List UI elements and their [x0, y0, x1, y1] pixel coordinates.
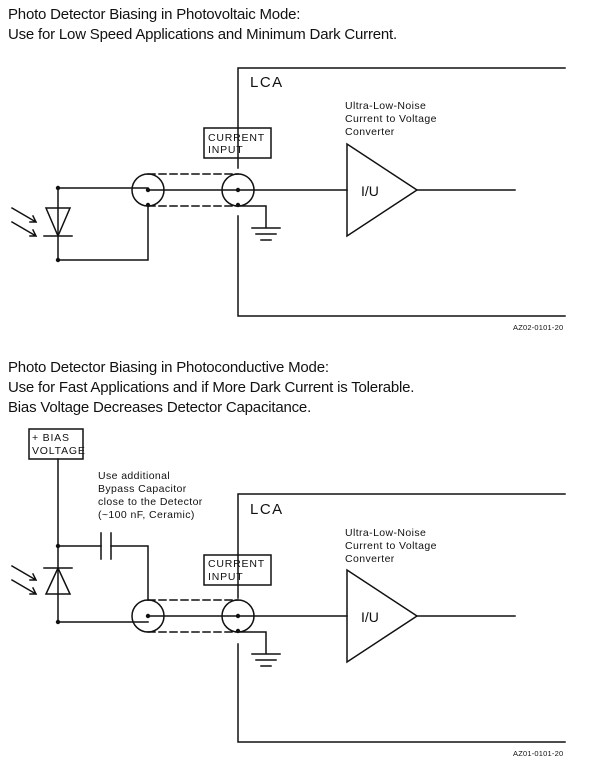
bias-voltage-box — [28, 428, 84, 460]
bottom-heading-line-3: Bias Voltage Decreases Detector Capacita… — [8, 399, 312, 416]
capacitor-icon — [100, 532, 112, 560]
converter-label-line-3: Converter — [345, 126, 395, 138]
bias-label-line-2: VOLTAGE — [32, 445, 86, 457]
photovoltaic-diagram — [10, 67, 566, 317]
bias-label-line-1: + BIAS — [32, 432, 70, 444]
light-arrow-icon — [10, 206, 38, 224]
current-input-box — [203, 554, 272, 586]
current-input-label-line-1: CURRENT — [208, 558, 265, 570]
converter-label-line-1: Ultra-Low-Noise — [345, 100, 426, 112]
junction-dot — [145, 187, 151, 193]
bottom-heading-line-2: Use for Fast Applications and if More Da… — [8, 379, 415, 396]
amplifier-triangle — [346, 568, 419, 664]
figure-code: AZ02-0101-20 — [513, 323, 563, 332]
current-input-box — [203, 127, 272, 159]
lca-enclosure — [237, 67, 566, 317]
lca-label: LCA — [250, 74, 284, 91]
amplifier-label: I/U — [361, 183, 379, 199]
converter-label-line-1: Ultra-Low-Noise — [345, 527, 426, 539]
capacitor-note-line-2: Bypass Capacitor — [98, 483, 187, 495]
light-arrow-icon — [10, 564, 38, 582]
return-wire — [57, 204, 149, 261]
capacitor-note-line-3: close to the Detector — [98, 496, 203, 508]
junction-dot — [55, 543, 61, 549]
junction-dot — [55, 619, 61, 625]
current-input-label-line-1: CURRENT — [208, 132, 265, 144]
amplifier-triangle — [346, 142, 419, 238]
top-heading: Photo Detector Biasing in Photovoltaic M… — [8, 5, 397, 45]
light-arrow-icon — [10, 578, 38, 596]
junction-dot — [145, 613, 151, 619]
junction-dot — [235, 187, 241, 193]
top-heading-line-1: Photo Detector Biasing in Photovoltaic M… — [8, 6, 301, 23]
photodiode-symbol — [10, 564, 73, 596]
current-input-label-line-2: INPUT — [208, 144, 244, 156]
lca-enclosure — [237, 493, 566, 743]
lca-label: LCA — [250, 501, 284, 518]
light-arrow-icon — [10, 220, 38, 238]
converter-label-line-3: Converter — [345, 553, 395, 565]
converter-label-line-2: Current to Voltage — [345, 540, 437, 552]
photovoltaic-nodes — [55, 185, 241, 263]
capacitor-wire — [57, 545, 149, 601]
converter-label-line-2: Current to Voltage — [345, 113, 437, 125]
figure-code: AZ01-0101-20 — [513, 749, 563, 758]
photoconductive-nodes — [55, 543, 241, 634]
ground-icon — [237, 205, 281, 241]
junction-dot — [235, 613, 241, 619]
amplifier-label: I/U — [361, 609, 379, 625]
junction-dot — [55, 185, 61, 191]
bottom-heading-line-1: Photo Detector Biasing in Photoconductiv… — [8, 359, 329, 376]
photoconductive-diagram — [10, 428, 566, 743]
current-input-label-line-2: INPUT — [208, 571, 244, 583]
ground-icon — [237, 631, 281, 667]
coax-shield — [147, 173, 239, 207]
capacitor-note-line-4: (~100 nF, Ceramic) — [98, 509, 195, 521]
top-heading-line-2: Use for Low Speed Applications and Minim… — [8, 26, 397, 43]
junction-dot — [235, 628, 241, 634]
junction-dot — [235, 202, 241, 208]
junction-dot — [55, 257, 61, 263]
capacitor-note-line-1: Use additional — [98, 470, 170, 482]
bottom-heading: Photo Detector Biasing in Photoconductiv… — [8, 358, 414, 418]
photodiode-symbol — [10, 187, 73, 261]
junction-dot — [145, 202, 151, 208]
coax-shield — [147, 599, 239, 633]
